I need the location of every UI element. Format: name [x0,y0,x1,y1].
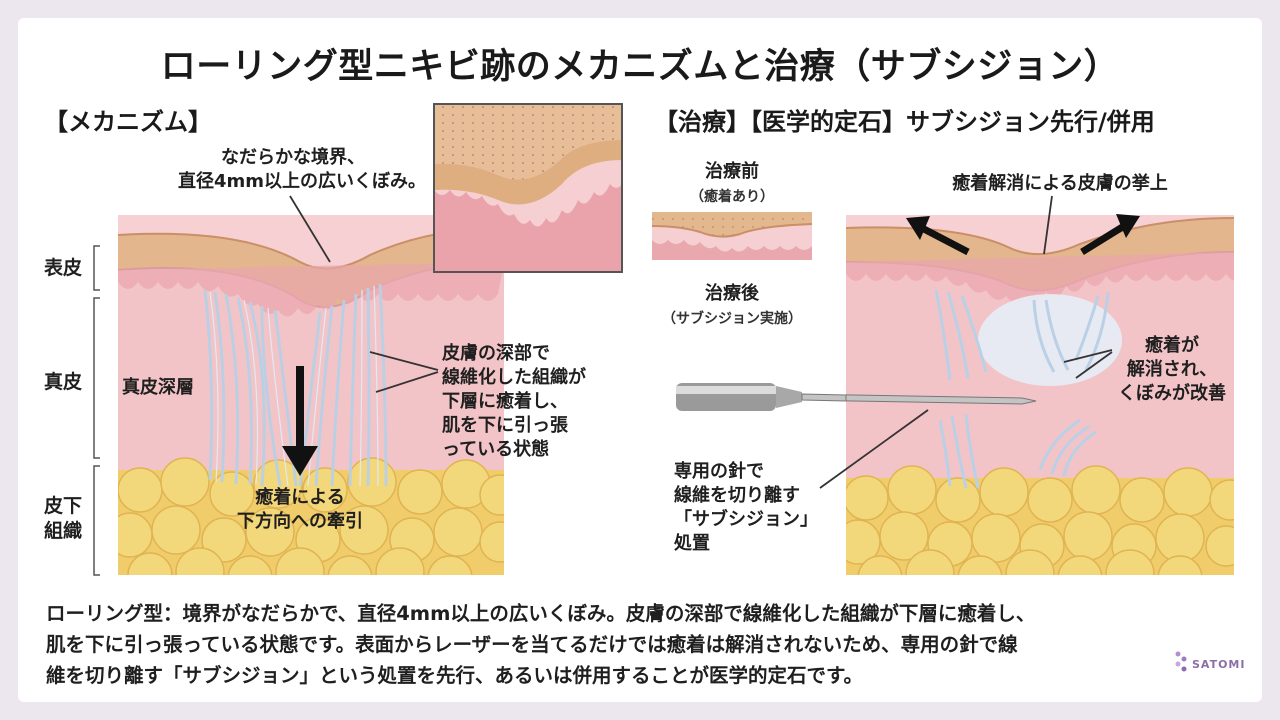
summary-line-1: ローリング型：境界がなだらかで、直径4mm以上の広いくぼみ。皮膚の深部で線維化し… [46,602,1036,625]
mechanism-heading: 【メカニズム】 [44,108,212,136]
brand-logo-icon [1175,651,1187,672]
layer-label-subcutis: 皮下 組織 [44,494,82,544]
layer-label-subcutis-line-1: 皮下 [44,495,83,517]
needle-callout: 専用の針で 線維を切り離す 「サブシジョン」 処置 [674,460,818,556]
summary-line-3: 維を切り離す「サブシジョン」という処置を先行、あるいは併用することが医学的定石で… [46,664,864,687]
lift-label: 癒着解消による皮膚の挙上 [952,173,1168,194]
crater-callout-line-1: なだらかな境界、 [221,147,365,168]
layer-label-subcutis-line-2: 組織 [44,520,83,542]
summary-line-2: 肌を下に引っ張っている状態です。表面からレーザーを当てるだけでは癒着は解消されな… [46,633,1018,656]
resolved-callout-line-1: 癒着が [1145,335,1199,356]
fiber-callout: 皮膚の深部で 線維化した組織が 下層に癒着し、 肌を下に引っ張 っている状態 [442,342,586,462]
deep-dermis-label: 真皮深層 [122,377,194,398]
layer-label-epidermis: 表皮 [44,257,83,279]
after-label: 治療後 [705,283,759,304]
needle-callout-line-2: 線維を切り離す [674,485,800,506]
fiber-callout-line-4: 肌を下に引っ張 [442,415,568,436]
before-sublabel: （癒着あり） [690,189,774,205]
treatment-heading: 【治療】【医学的定石】サブシジョン先行/併用 [654,108,1155,136]
after-sublabel: （サブシジョン実施） [662,311,802,327]
crater-callout-line-2: 直径4mm以上の広いくぼみ。 [178,171,427,192]
traction-label-line-2: 下方向への牽引 [237,511,363,532]
fiber-callout-line-5: っている状態 [442,439,550,460]
fiber-callout-line-2: 線維化した組織が [442,367,586,388]
fiber-callout-line-1: 皮膚の深部で [442,343,550,364]
resolved-callout-line-2: 解消され、 [1126,359,1218,380]
traction-label: 癒着による 下方向への牽引 [210,486,390,534]
crater-callout: なだらかな境界、 直径4mm以上の広いくぼみ。 [178,146,427,194]
summary-text: ローリング型：境界がなだらかで、直径4mm以上の広いくぼみ。皮膚の深部で線維化し… [46,598,1236,691]
resolved-callout-line-3: くぼみが改善 [1118,383,1226,404]
resolved-callout: 癒着が 解消され、 くぼみが改善 [1112,334,1232,406]
traction-label-line-1: 癒着による [255,487,345,508]
needle-callout-line-3: 「サブシジョン」 [674,509,818,530]
brand-name: SATOMI [1192,658,1246,671]
page-title: ローリング型ニキビ跡のメカニズムと治療（サブシジョン） [160,47,1120,87]
layer-label-dermis: 真皮 [44,371,83,393]
needle-callout-line-4: 処置 [674,533,710,554]
before-label: 治療前 [705,161,759,182]
needle-callout-line-1: 専用の針で [674,461,764,482]
fiber-callout-line-3: 下層に癒着し、 [442,391,568,412]
